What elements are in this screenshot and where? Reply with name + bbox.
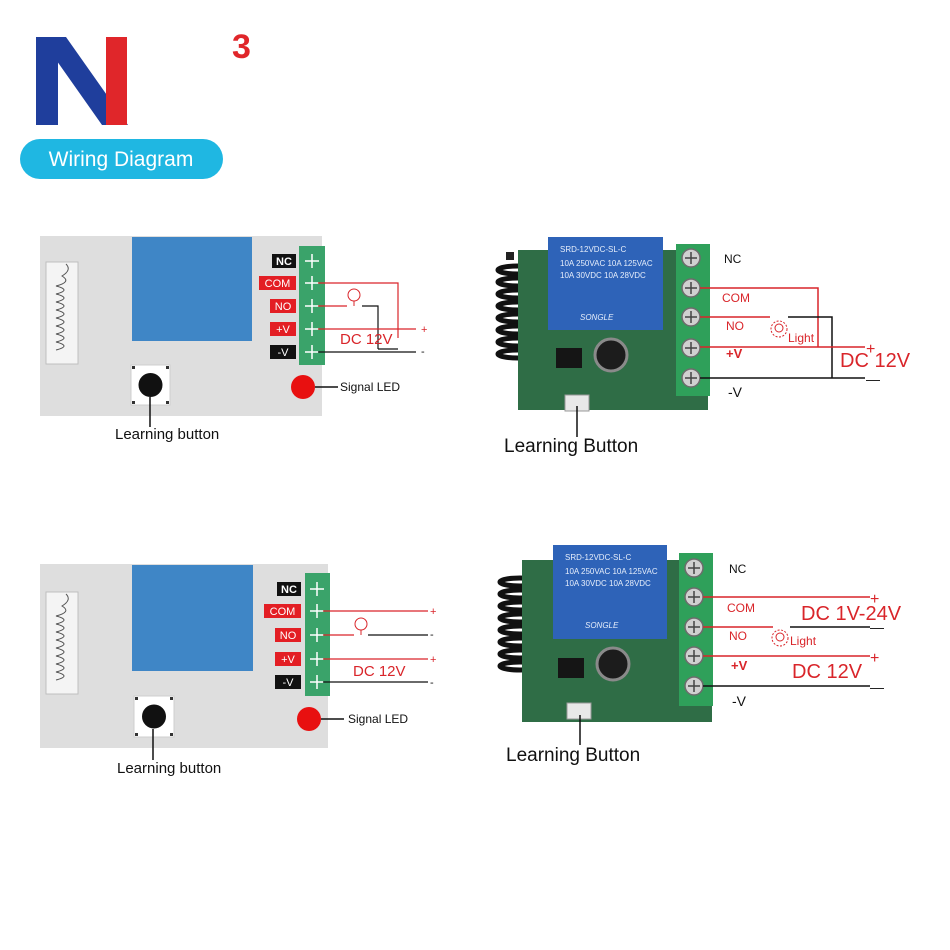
light-label: Light (788, 331, 815, 345)
load-power-label: DC 1V-24V (801, 603, 902, 625)
terminal-label-no: NO (280, 630, 297, 642)
signal-led (291, 375, 315, 399)
logo-left-stroke (36, 37, 58, 125)
relay-print: SRD-12VDC-SL-C 10A 250VAC 10A 125VAC 10A… (565, 553, 658, 630)
plus-sign-1: + (870, 591, 879, 608)
bulb-icon (347, 288, 361, 302)
corner-mark: 3 (232, 28, 251, 66)
terminal-label-com: COM (265, 278, 291, 290)
coil-icon (55, 263, 69, 351)
plus-sign-1: + (430, 606, 436, 618)
terminal-block (305, 573, 330, 696)
terminal-labels: NC COM NO +V -V (264, 582, 301, 689)
svg-text:SRD-12VDC-SL-C: SRD-12VDC-SL-C (565, 553, 631, 562)
receiver-chip-block (132, 565, 253, 671)
svg-text:10A 30VDC 10A 28VDC: 10A 30VDC 10A 28VDC (560, 271, 646, 280)
relay-print: SRD-12VDC-SL-C 10A 250VAC 10A 125VAC 10A… (560, 245, 653, 322)
svg-text:10A 250VAC 10A 125VAC: 10A 250VAC 10A 125VAC (560, 259, 653, 268)
badge-label: Wiring Diagram (49, 148, 194, 171)
photo-label-no: NO (729, 629, 747, 643)
plus-sign: + (421, 324, 427, 336)
bulb-icon (354, 617, 368, 631)
minus-sign-2: - (430, 677, 434, 689)
power-label: DC 12V (840, 350, 911, 372)
photo-label-com: COM (722, 291, 750, 305)
terminal-label-minus-v: -V (278, 347, 290, 359)
signal-led (297, 707, 321, 731)
terminal-labels: NC COM NO +V -V (259, 254, 296, 359)
plus-sign-2: + (430, 654, 436, 666)
wiring-top-photo (700, 287, 865, 379)
svg-text:SRD-12VDC-SL-C: SRD-12VDC-SL-C (560, 245, 626, 254)
ic-chip (556, 348, 582, 368)
photo-learning-button (566, 702, 592, 720)
svg-text:SONGLE: SONGLE (580, 313, 614, 322)
ic-chip (558, 658, 584, 678)
signal-led-label: Signal LED (348, 712, 408, 726)
photo-label-no: NO (726, 319, 744, 333)
photo-label-nc: NC (729, 562, 747, 576)
minus-sign: — (866, 371, 880, 387)
wiring-bottom-schematic (323, 610, 428, 683)
photo-terminal-labels: NC COM NO +V -V (727, 562, 755, 709)
photo-label-plus-v: +V (726, 346, 743, 361)
terminal-label-nc: NC (281, 584, 297, 596)
learning-button-label: Learning Button (506, 745, 640, 766)
schematic-module-bottom: Learning button Signal LED NC COM NO +V … (40, 564, 436, 777)
antenna-coil (45, 261, 79, 365)
wiring-top-schematic (318, 282, 416, 353)
coil-icon (55, 593, 69, 681)
svg-text:10A 30VDC 10A 28VDC: 10A 30VDC 10A 28VDC (565, 579, 651, 588)
learning-button-label: Learning button (115, 426, 219, 443)
light-label: Light (790, 634, 817, 648)
power-label: DC 12V (340, 331, 393, 348)
plus-sign: + (866, 341, 875, 358)
minus-sign-1: — (870, 619, 884, 635)
photo-module-bottom: SRD-12VDC-SL-C 10A 250VAC 10A 125VAC 10A… (497, 545, 902, 766)
terminal-label-com: COM (270, 606, 296, 618)
signal-led-label: Signal LED (340, 380, 400, 394)
learning-button-label: Learning Button (504, 436, 638, 457)
photo-terminal-labels: NC COM NO +V -V (722, 252, 750, 400)
learning-button-label: Learning button (117, 760, 221, 777)
antenna-coil (45, 591, 79, 695)
schematic-module-top: Learning button Signal LED NC COM NO +V … (40, 236, 427, 443)
terminal-label-minus-v: -V (283, 677, 295, 689)
logo-right-stroke (106, 37, 127, 125)
capacitor (593, 337, 629, 373)
terminal-screws (684, 558, 704, 696)
power-label: DC 12V (792, 661, 863, 683)
wiring-bottom-photo (703, 596, 870, 687)
plus-sign-2: + (870, 650, 879, 667)
power-label: DC 12V (353, 663, 406, 680)
photo-label-com: COM (727, 601, 755, 615)
terminal-label-nc: NC (276, 256, 292, 268)
light-icon (770, 320, 788, 338)
minus-sign-2: — (870, 679, 884, 695)
photo-label-minus-v: -V (732, 693, 747, 709)
relay (548, 237, 663, 330)
terminal-label-plus-v: +V (281, 654, 295, 666)
svg-text:10A 250VAC 10A 125VAC: 10A 250VAC 10A 125VAC (565, 567, 658, 576)
terminal-label-no: NO (275, 301, 292, 313)
relay (553, 545, 667, 639)
wiring-diagram-badge: Wiring Diagram (20, 139, 223, 179)
photo-label-minus-v: -V (728, 384, 743, 400)
photo-module-top: SRD-12VDC-SL-C 10A 250VAC 10A 125VAC 10A… (495, 237, 911, 457)
brand-logo (36, 37, 128, 125)
svg-text:SONGLE: SONGLE (585, 621, 619, 630)
minus-sign: - (421, 346, 425, 358)
receiver-chip-block (132, 237, 252, 341)
learning-button (133, 695, 175, 738)
light-icon (771, 629, 789, 647)
terminal-label-plus-v: +V (276, 324, 290, 336)
photo-label-plus-v: +V (731, 658, 748, 673)
minus-sign-1: - (430, 629, 434, 641)
photo-label-nc: NC (724, 252, 742, 266)
capacitor (595, 646, 631, 682)
